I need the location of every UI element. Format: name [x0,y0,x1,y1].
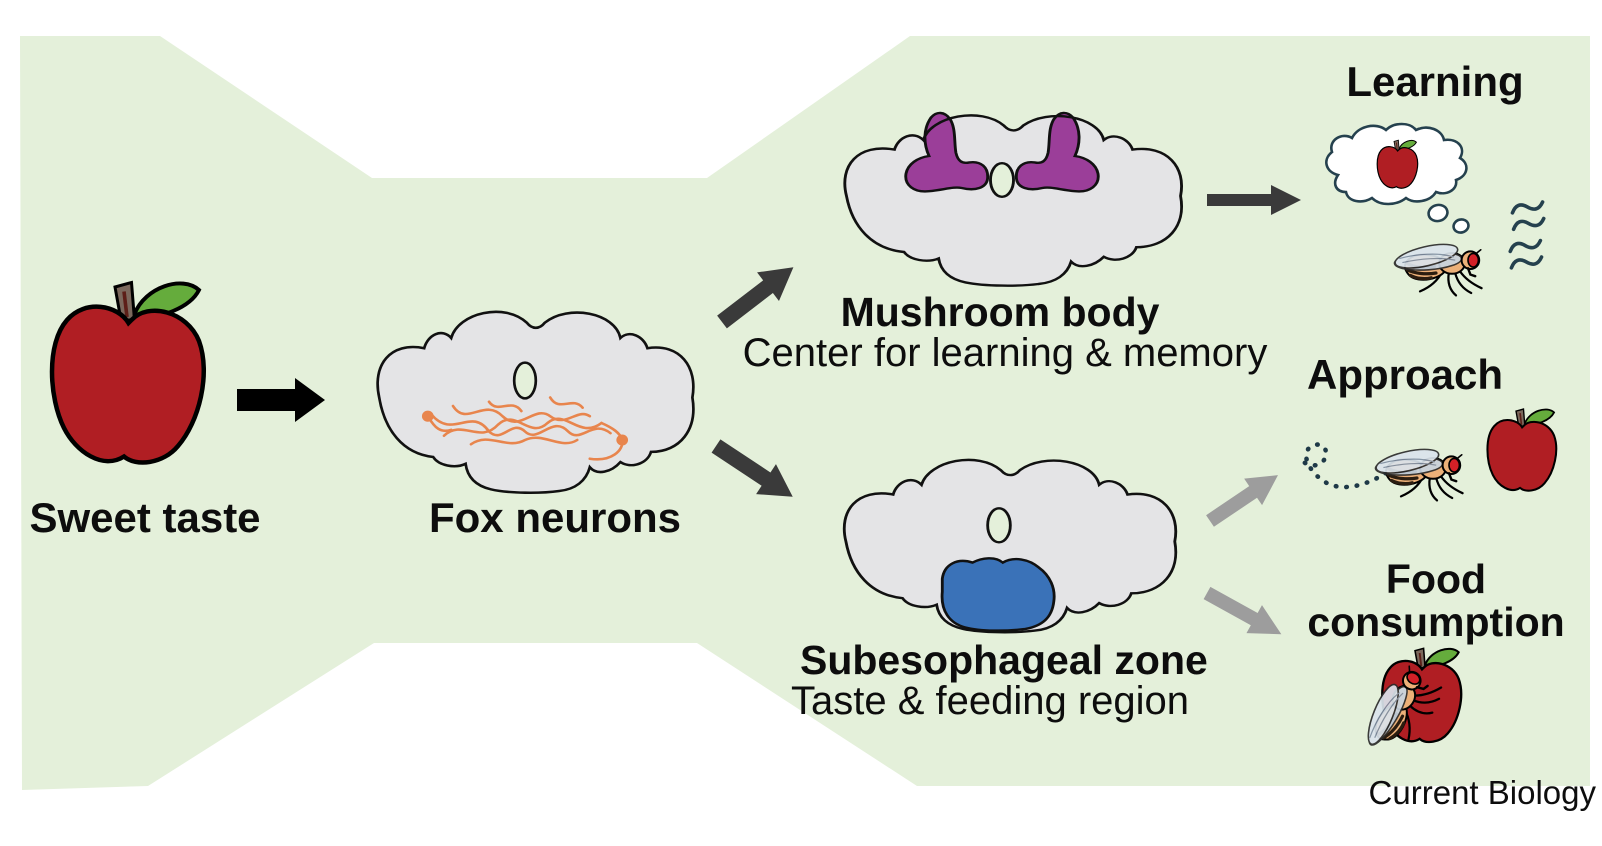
arrow-sez-to-food [1203,586,1282,635]
odor-waves-icon [1508,200,1546,270]
food-consumption-label: Food consumption [1307,556,1565,645]
approach-label: Approach [1306,351,1503,398]
sez-brain-icon [842,458,1178,634]
subesophageal-zone-title: Subesophageal zone [800,637,1208,683]
fox-neurons-brain-icon [376,310,695,495]
arrow-sweet-to-fox [237,378,325,422]
arrow-fox-to-sez [711,439,793,497]
arrow-fox-to-mushroom [717,267,794,329]
mushroom-body-title: Mushroom body [840,289,1160,335]
subesophageal-region [940,557,1056,632]
learning-label: Learning [1346,58,1524,105]
journal-label: Current Biology [1368,774,1596,811]
mushroom-body-subtitle: Center for learning & memory [742,331,1268,375]
sweet-taste-label: Sweet taste [29,494,261,541]
arrow-sez-to-approach [1206,475,1278,527]
background-panel [20,36,1590,790]
fox-neurons-label: Fox neurons [428,494,682,541]
fox-neurons-tangle [421,396,629,461]
subesophageal-zone-subtitle: Taste & feeding region [790,679,1190,723]
mushroom-body-brain-icon [843,111,1184,288]
arrow-mushroom-to-learning [1207,185,1301,215]
